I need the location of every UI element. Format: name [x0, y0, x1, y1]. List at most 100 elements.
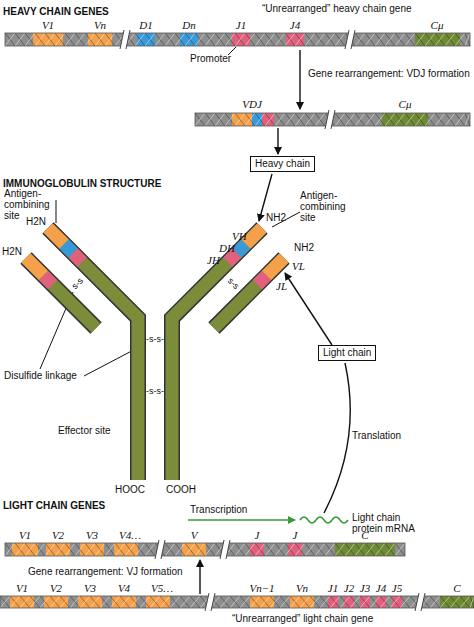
helix-strand: [100, 596, 110, 608]
break-mark: [120, 30, 124, 49]
helix-strand: [85, 33, 95, 46]
gene-segment: [12, 543, 38, 556]
helix-strand: [335, 33, 345, 46]
segment-label: V4: [118, 582, 130, 594]
heavy-chain-outline: [48, 228, 138, 480]
helix-strand: [405, 113, 415, 126]
text-label: COOH: [166, 484, 196, 495]
helix-strand: [335, 113, 345, 126]
segment-label: C: [453, 582, 460, 594]
text-label: -s-s-: [146, 387, 164, 397]
gene-segment: [232, 113, 252, 126]
helix-strand: [330, 596, 340, 608]
gene-segment: [146, 596, 170, 608]
helix-strand: [195, 543, 205, 556]
helix-strand: [55, 543, 65, 556]
break-mark: [331, 110, 335, 129]
helix-strand: [345, 113, 355, 126]
gene-segment: [250, 543, 264, 556]
helix-strand: [280, 596, 290, 608]
break-mark: [161, 540, 165, 559]
helix-strand: [20, 596, 30, 608]
helix-strand: [75, 543, 85, 556]
segment-label: V1: [42, 19, 54, 31]
helix-strand: [375, 113, 385, 126]
helix-strand: [270, 596, 280, 608]
text-label: Transcription: [190, 504, 247, 515]
helix-strand: [145, 33, 155, 46]
text-label: HOOC: [115, 484, 145, 495]
helix-strand: [440, 596, 450, 608]
helix-strand: [285, 33, 295, 46]
helix-strand: [130, 596, 140, 608]
helix-strand: [380, 596, 390, 608]
gene-bar: [5, 540, 405, 559]
helix-strand: [445, 113, 455, 126]
helix-strand: [280, 596, 290, 608]
helix-strand: [245, 33, 255, 46]
helix-strand: [400, 596, 410, 608]
helix-strand: [285, 543, 295, 556]
process-box: Light chain: [318, 345, 376, 361]
helix-strand: [65, 33, 75, 46]
gene-segment: [10, 596, 34, 608]
helix-strand: [445, 33, 455, 46]
helix-strand: [190, 596, 200, 608]
dna-strand: [0, 596, 474, 608]
helix-strand: [195, 33, 205, 46]
gene-segment: [440, 596, 474, 608]
helix-strand: [350, 596, 360, 608]
dna-strand: [5, 33, 470, 46]
helix-strand: [305, 113, 315, 126]
helix-strand: [175, 33, 185, 46]
segment-label: J: [255, 529, 260, 541]
helix-strand: [365, 33, 375, 46]
text-label: Gene rearrangement: VDJ formation: [308, 68, 470, 79]
helix-strand: [470, 596, 474, 608]
helix-strand: [435, 113, 445, 126]
text-label: IMMUNOGLOBULIN STRUCTURE: [3, 178, 161, 189]
heavy-chain-outline: [172, 228, 262, 480]
helix-strand: [390, 596, 400, 608]
helix-strand: [275, 113, 285, 126]
helix-strand: [205, 33, 215, 46]
helix-strand: [50, 596, 60, 608]
helix-strand: [230, 596, 240, 608]
gene-segment: [78, 596, 102, 608]
helix-strand: [65, 33, 75, 46]
helix-strand: [0, 596, 10, 608]
helix-strand: [225, 33, 235, 46]
helix-strand: [30, 596, 40, 608]
helix-strand: [20, 596, 30, 608]
break-mark: [211, 593, 215, 611]
helix-strand: [235, 33, 245, 46]
helix-strand: [220, 596, 230, 608]
helix-strand: [405, 113, 415, 126]
helix-strand: [425, 33, 435, 46]
helix-strand: [195, 33, 205, 46]
helix-strand: [285, 113, 295, 126]
helix-strand: [125, 543, 135, 556]
helix-strand: [305, 33, 315, 46]
helix-strand: [285, 543, 295, 556]
break-mark: [345, 30, 349, 49]
helix-strand: [15, 543, 25, 556]
helix-strand: [150, 596, 160, 608]
helix-strand: [5, 33, 15, 46]
helix-strand: [105, 33, 115, 46]
helix-strand: [355, 543, 365, 556]
text-label: NH2: [294, 242, 314, 253]
helix-strand: [185, 543, 195, 556]
helix-strand: [460, 596, 470, 608]
helix-strand: [385, 33, 395, 46]
helix-strand: [140, 596, 150, 608]
helix-strand: [320, 596, 330, 608]
helix-strand: [85, 543, 95, 556]
helix-strand: [265, 113, 275, 126]
helix-strand: [55, 33, 65, 46]
helix-strand: [185, 33, 195, 46]
helix-strand: [345, 543, 355, 556]
helix-strand: [370, 596, 380, 608]
gene-segment: [180, 33, 198, 46]
helix-strand: [80, 596, 90, 608]
